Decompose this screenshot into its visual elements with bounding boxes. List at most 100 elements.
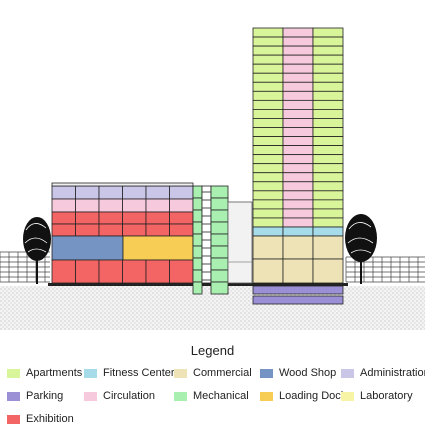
apartment-unit [252, 81, 284, 92]
circulation-cell [282, 45, 314, 56]
administration-cell [98, 185, 123, 200]
mechanical-cell [192, 245, 203, 259]
circulation-cell [282, 99, 314, 110]
legend-label: Apartments [26, 367, 83, 379]
legend-title: Legend [190, 343, 235, 358]
administration-cell [145, 185, 170, 200]
mechanical-cell [192, 185, 203, 199]
legend-label: Parking [26, 390, 64, 402]
apartment-unit [312, 63, 344, 74]
apartment-unit [252, 154, 284, 165]
circulation-cell [282, 181, 314, 192]
apartment-unit [252, 136, 284, 146]
apartment-unit [252, 127, 284, 137]
exhibition-cell [51, 211, 76, 225]
mechanical-cell [192, 281, 203, 295]
commercial-cell [252, 258, 284, 284]
apartment-unit [252, 72, 284, 83]
administration-cell [75, 185, 100, 200]
mechanical-cell [210, 269, 229, 283]
legend-swatch [341, 368, 354, 378]
circulation-cell [282, 199, 314, 210]
mechanical-cell [210, 197, 229, 211]
legend-label: Wood Shop [279, 367, 337, 379]
commercial-cell [252, 235, 284, 260]
apartment-unit [312, 45, 344, 56]
legend-item: Commercial [174, 366, 252, 380]
commercial-cell [282, 235, 314, 260]
legend-swatch [84, 368, 97, 378]
apartment-unit [252, 63, 284, 74]
legend-item: Apartments [7, 366, 82, 380]
circulation-cell [282, 208, 314, 219]
circulation-cell [282, 63, 314, 74]
circulation-cell [282, 163, 314, 174]
apartment-unit [252, 181, 284, 192]
apartment-unit [312, 181, 344, 192]
legend-swatch [84, 391, 97, 401]
mechanical-cell [192, 221, 203, 235]
circulation-cell [282, 118, 314, 128]
apartment-unit [252, 217, 284, 228]
legend-label: Administration [360, 367, 425, 379]
administration-cell [51, 185, 76, 200]
exhibition-cell [145, 259, 170, 284]
apartment-unit [252, 90, 284, 101]
legend-label: Exhibition [26, 413, 74, 425]
legend-item: Laboratory [341, 389, 413, 403]
mechanical-cell [210, 257, 229, 271]
building-section-diagram [0, 27, 425, 330]
circulation-cell [282, 36, 314, 47]
apartment-unit [312, 54, 344, 65]
exhibition-cell [145, 223, 170, 237]
mechanical-cell [210, 221, 229, 235]
fitness-center-cell [282, 226, 314, 237]
mechanical-cell [210, 233, 229, 247]
apartment-unit [312, 81, 344, 92]
apartment-unit [252, 172, 284, 183]
circulation-cell [169, 198, 194, 213]
mechanical-cell [210, 281, 229, 295]
apartment-unit [252, 190, 284, 201]
circulation-cell [282, 54, 314, 65]
tower-building [252, 27, 344, 284]
apartment-unit [312, 172, 344, 183]
circulation-cell [282, 90, 314, 101]
roof-cap [51, 182, 194, 187]
exhibition-cell [98, 223, 123, 237]
apartment-unit [312, 145, 344, 156]
legend-label: Laboratory [360, 390, 413, 402]
legend-swatch [260, 368, 273, 378]
fitness-center-cell [312, 226, 344, 237]
legend-item: Circulation [84, 389, 155, 403]
apartment-unit [252, 54, 284, 65]
apartment-unit [312, 90, 344, 101]
apartment-unit [312, 163, 344, 174]
apartment-unit [312, 99, 344, 110]
legend-item: Administration [341, 366, 425, 380]
stair-core [201, 185, 212, 284]
legend-swatch [341, 391, 354, 401]
exhibition-cell [169, 223, 194, 237]
apartment-unit [312, 208, 344, 219]
apartment-unit [252, 118, 284, 128]
circulation-cell [145, 198, 170, 213]
circulation-cell [282, 190, 314, 201]
apartment-unit [252, 27, 284, 38]
apartment-unit [312, 27, 344, 38]
apartment-unit [252, 36, 284, 47]
commercial-cell [312, 235, 344, 260]
circulation-cell [282, 145, 314, 156]
mechanical-cell [192, 233, 203, 247]
exhibition-cell [169, 211, 194, 225]
exhibition-cell [75, 259, 100, 284]
circulation-cell [282, 172, 314, 183]
mechanical-cell [210, 209, 229, 223]
apartment-unit [312, 36, 344, 47]
apartment-unit [312, 154, 344, 165]
exhibition-cell [122, 259, 147, 284]
tree-right [345, 214, 377, 284]
street-grid-right [345, 256, 425, 283]
exhibition-cell [98, 259, 123, 284]
mechanical-cell [192, 269, 203, 283]
